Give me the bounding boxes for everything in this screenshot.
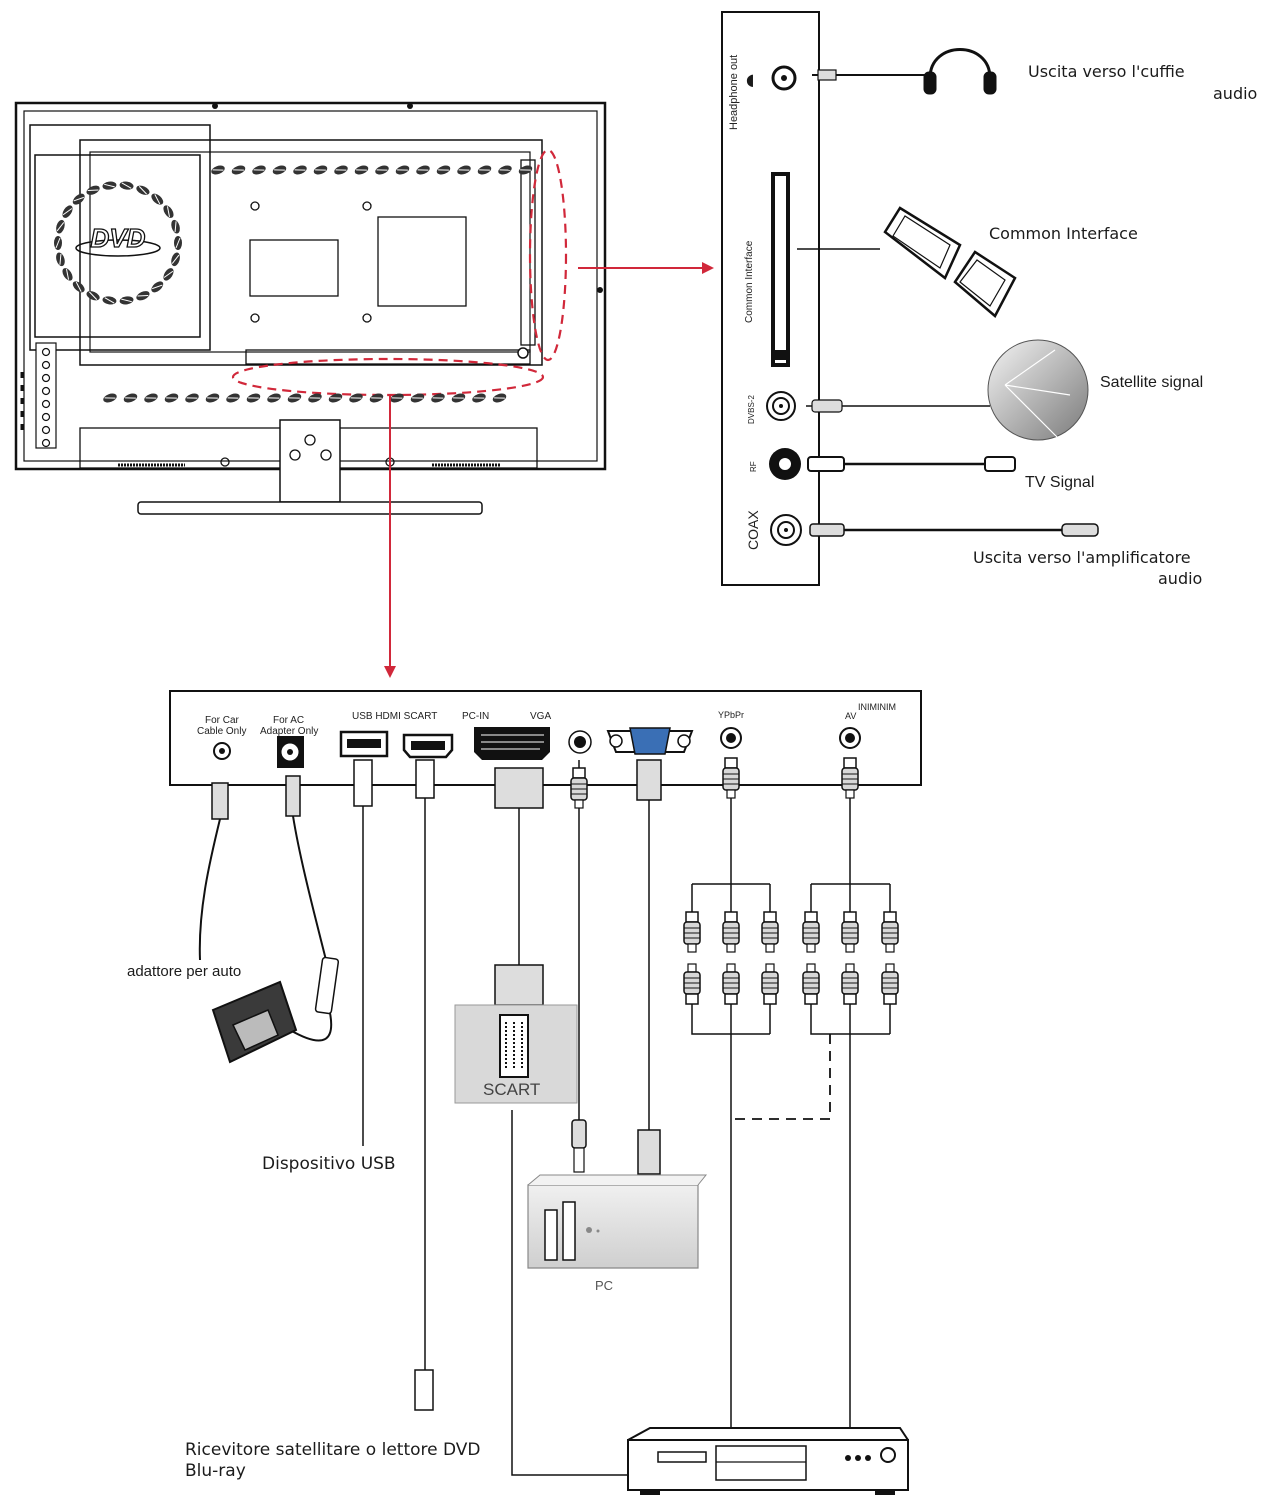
svg-text:DVD: DVD	[91, 223, 146, 253]
computer-tower-icon	[527, 1174, 708, 1269]
headphone-callout-line1: Uscita verso l'cuffie	[1028, 62, 1185, 81]
coax-label: COAX	[745, 510, 761, 550]
tv-signal-callout: TV Signal	[1025, 474, 1095, 491]
coax-callout-line2: audio	[1158, 569, 1203, 588]
common-interface-slot-label: Common Interface	[744, 240, 755, 323]
common-interface-callout: Common Interface	[989, 224, 1138, 243]
side-cables	[797, 69, 1099, 537]
av-label: AV	[845, 711, 857, 721]
car-jack-label-line2: Cable Only	[197, 726, 247, 737]
power-plug-icon	[211, 980, 298, 1064]
ac-jack-label-line2: Adapter Only	[260, 726, 319, 737]
receiver-callout-line1: Ricevitore satellitare o lettore DVD	[185, 1440, 481, 1460]
rca-plug-group	[570, 757, 899, 1005]
dvd-logo-icon: DVD	[53, 180, 183, 306]
coax-callout-line1: Uscita verso l'amplificatore	[973, 548, 1191, 567]
usb-device-callout: Dispositivo USB	[262, 1154, 396, 1174]
pc-plugs	[571, 1119, 661, 1175]
headphones-icon	[923, 48, 997, 95]
side-connector-panel	[721, 11, 820, 586]
dvbs2-label: DVBS-2	[747, 395, 756, 424]
tv-back-view	[14, 101, 607, 515]
rf-label: RF	[749, 461, 758, 472]
headphone-symbol-icon: ◖	[746, 70, 755, 89]
usb-hdmi-scart-label: USB HDMI SCART	[352, 711, 438, 722]
bottom-cables	[198, 759, 891, 1476]
receiver-callout-line2: Blu-ray	[185, 1461, 246, 1481]
ci-card-icon	[883, 206, 1017, 318]
av-extra-label: INIMINIM	[858, 702, 896, 712]
ypbpr-label: YPbPr	[718, 710, 745, 720]
dvd-player-icon	[627, 1427, 909, 1495]
pc-in-label: PC-IN	[462, 711, 490, 722]
scart-plug-icon	[454, 964, 578, 1104]
satellite-dish-icon	[987, 339, 1089, 441]
car-adapter-callout: adattore per auto	[127, 963, 242, 980]
headphone-callout-line2: audio	[1213, 84, 1258, 103]
car-jack-label-line1: For Car	[205, 715, 239, 726]
pc-callout: PC	[595, 1278, 614, 1293]
scart-callout: SCART	[483, 1080, 541, 1099]
headphone-out-label: Headphone out	[728, 54, 740, 130]
bottom-connector-panel	[169, 690, 922, 786]
ac-jack-label-line1: For AC	[273, 715, 305, 726]
satellite-signal-callout: Satellite signal	[1100, 374, 1204, 391]
vga-label: VGA	[530, 711, 552, 722]
